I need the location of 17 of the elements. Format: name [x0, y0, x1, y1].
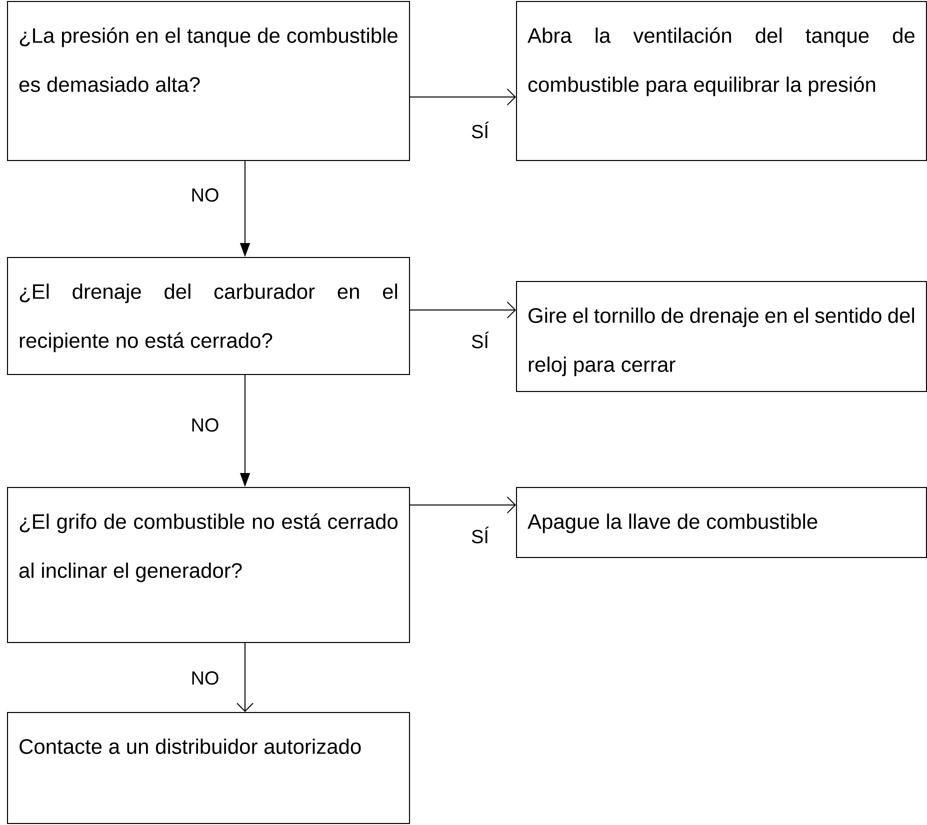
arrow: [236, 642, 254, 712]
process-box: Abra la ventilación del tanque de combustible para equilibrar la presión: [516, 1, 927, 161]
process-box: ¿El drenaje del carburador en el recipiente no está cerrado?: [7, 257, 410, 375]
arrow: [410, 496, 516, 514]
edge-label: NO: [190, 187, 220, 203]
edge-label: SÍ: [470, 526, 490, 544]
edge-label: NO: [190, 417, 220, 433]
process-box: Contacte a un distribuidor autorizado: [7, 712, 410, 824]
edge-label: SÍ: [470, 330, 490, 350]
edge-label: SÍ: [470, 120, 490, 140]
arrow: [410, 88, 516, 106]
edge-label: NO: [190, 670, 220, 686]
process-box: ¿La presión en el tanque de combustible es demasiado alta?: [7, 1, 410, 161]
process-box: Apague la llave de combustible: [516, 486, 927, 558]
process-box: Gire el tornillo de drenaje en el sentido del reloj para cerrar: [516, 281, 927, 392]
arrow: [410, 302, 516, 318]
process-box: ¿El grifo de combustible no está cerrado al inclinar el generador?: [7, 486, 410, 643]
